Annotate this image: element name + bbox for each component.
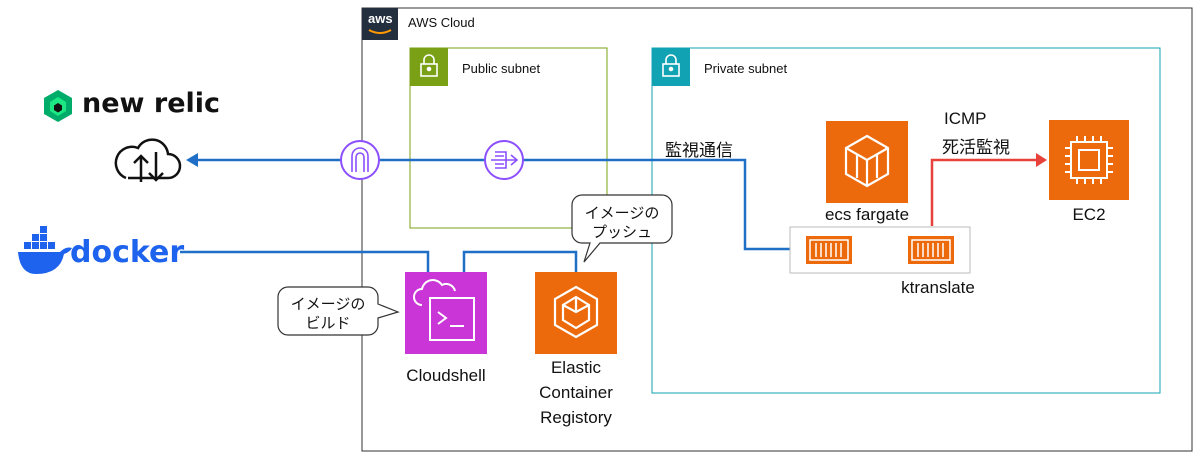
new-relic-label: new relic (82, 88, 221, 119)
monitoring-label: 監視通信 (665, 141, 733, 160)
icmp-connection-line (930, 158, 1040, 226)
monitoring-connection-line (190, 158, 790, 251)
internet-gateway-icon (340, 140, 380, 180)
bubble-build-line2: ビルド (305, 315, 351, 332)
cloudshell-icon (413, 279, 475, 341)
icmp-label-line1: ICMP (944, 109, 987, 128)
arrow-head-icon (1036, 153, 1047, 167)
ecs-fargate-icon (844, 134, 890, 188)
gateway-arch (351, 147, 369, 172)
cloudshell-ecr-line (462, 250, 578, 272)
ecs-fargate-label: ecs fargate (824, 205, 910, 224)
lock-icon (662, 54, 680, 77)
speech-bubble-build (277, 286, 400, 336)
public-subnet-boundary (409, 47, 608, 229)
container-icon (806, 236, 852, 264)
ktranslate-label: ktranslate (901, 278, 975, 297)
ec2-icon-bg (1049, 120, 1129, 200)
ecr-icon (553, 285, 599, 339)
private-subnet-label: Private subnet (704, 61, 788, 76)
ecr-label-line2: Container (539, 383, 613, 402)
public-subnet-label: Public subnet (462, 61, 541, 76)
internet-cloud-icon (114, 138, 182, 182)
docker-label: docker (70, 235, 185, 270)
speech-bubble-push (571, 194, 673, 263)
icmp-label-line2: 死活監視 (942, 138, 1010, 157)
aws-cloud-boundary (361, 7, 1193, 452)
cloudshell-label: Cloudshell (406, 366, 486, 385)
bubble-push-line2: プッシュ (591, 224, 653, 241)
aws-logo-text: aws (368, 11, 393, 26)
ecr-label-line1: Elastic (550, 358, 602, 377)
aws-cloud-label: AWS Cloud (408, 15, 475, 30)
bubble-build-line1: イメージの (290, 296, 366, 313)
aws-logo-box (362, 8, 398, 40)
ec2-chip-icon (1065, 136, 1113, 184)
docker-connection-line (180, 250, 430, 272)
ecr-label-line3: Registory (540, 408, 612, 427)
new-relic-logo-icon (44, 90, 72, 122)
container-icon (908, 236, 954, 264)
arrow-head-icon (186, 153, 198, 167)
lock-icon (420, 54, 438, 77)
aws-smile-icon (368, 29, 392, 34)
bubble-push-line1: イメージの (584, 205, 660, 222)
nat-arrows (491, 151, 519, 169)
docker-logo-icon (18, 226, 72, 274)
ec2-label: EC2 (1072, 205, 1106, 224)
